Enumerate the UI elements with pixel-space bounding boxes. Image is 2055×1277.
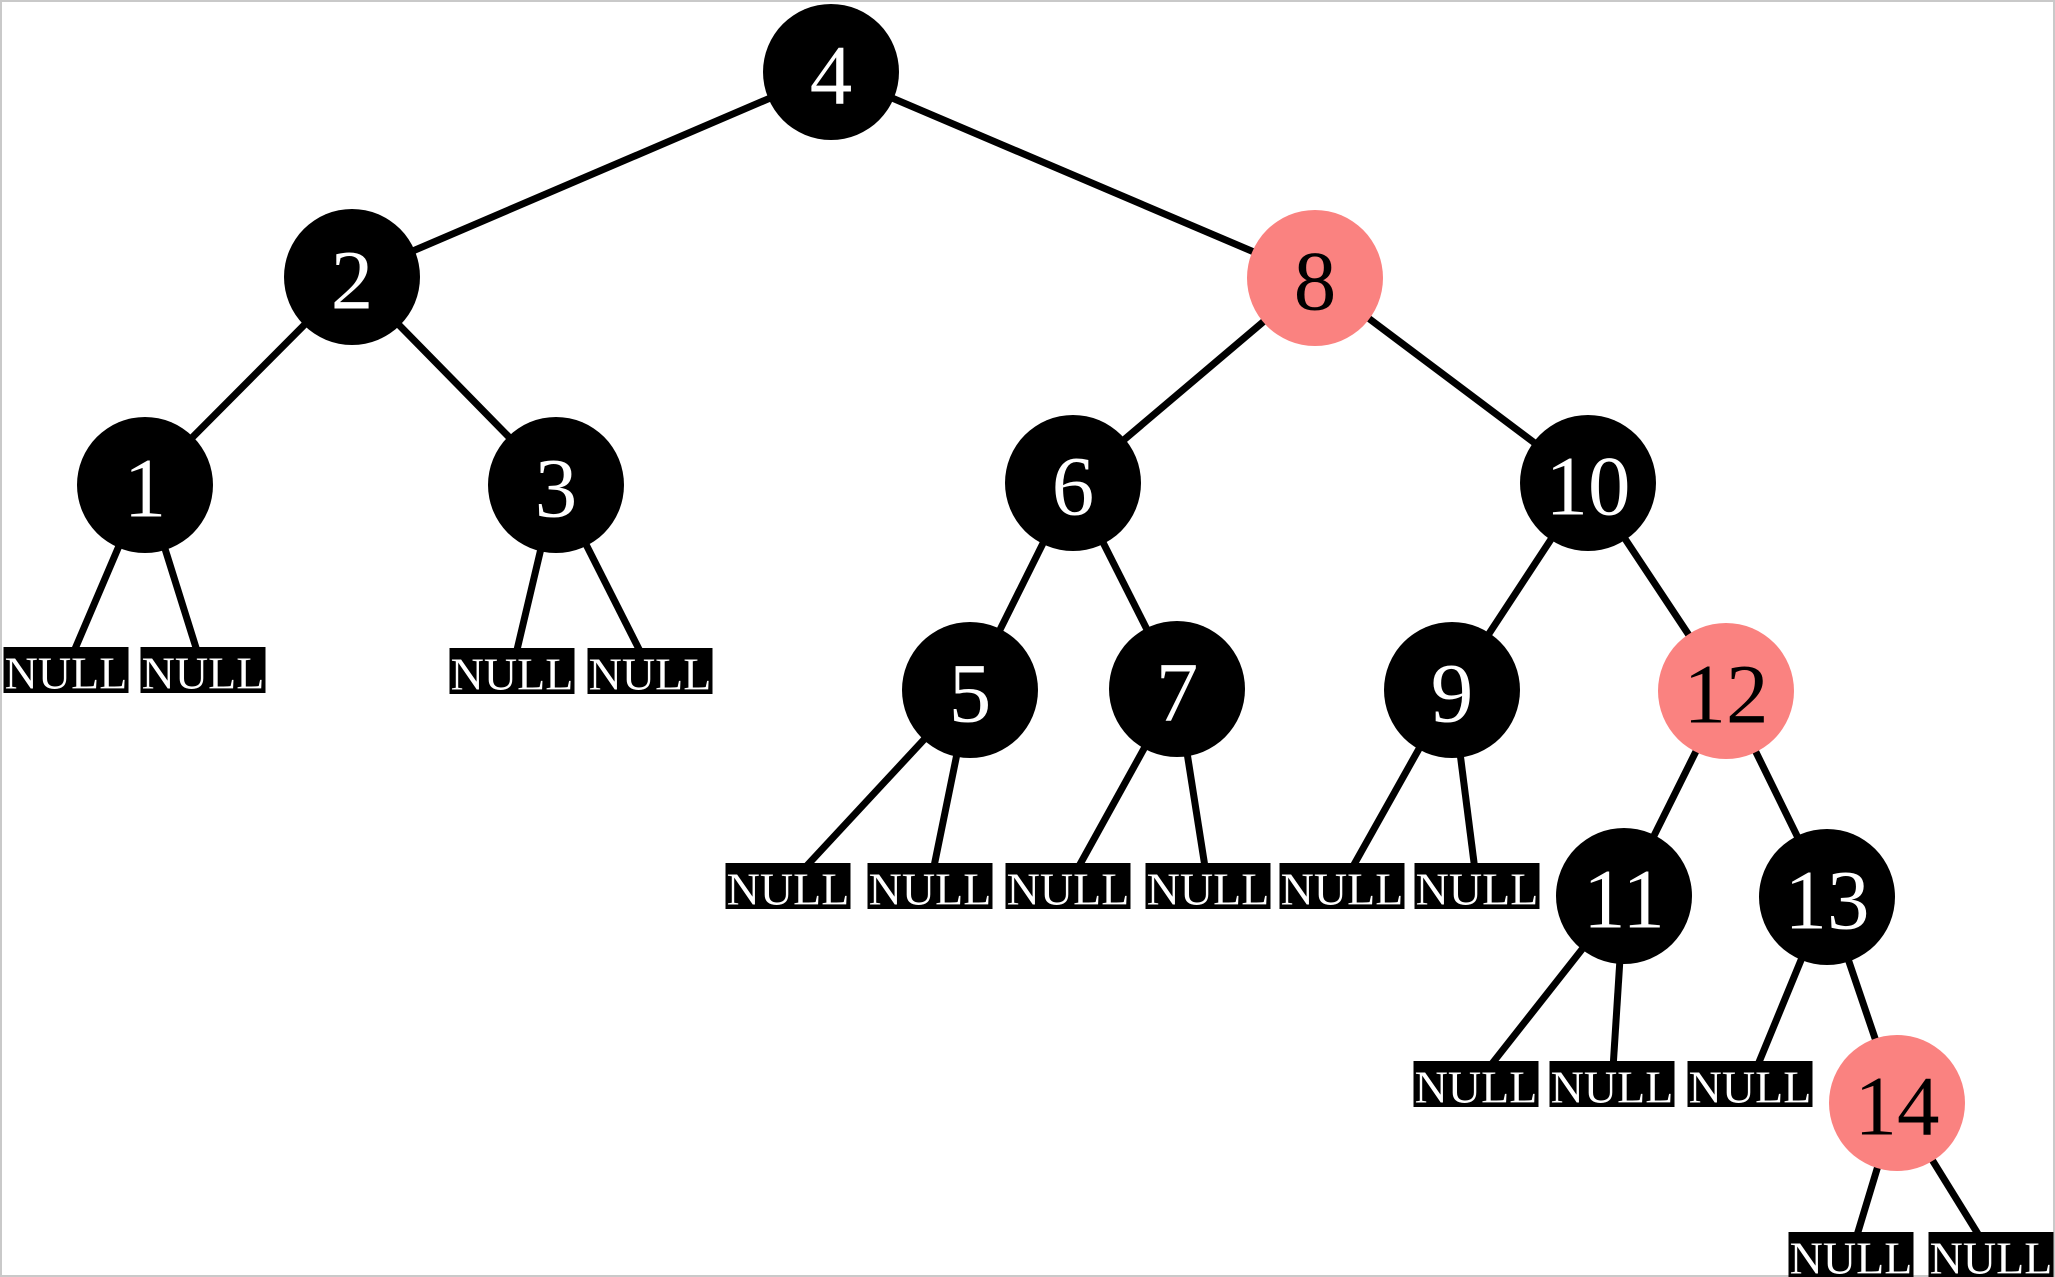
null-leaf-n11R (1549, 1061, 1675, 1107)
null-leaf-n3R (587, 648, 713, 694)
null-leaf-n7R (1145, 863, 1271, 909)
tree-node-8-red (1247, 210, 1383, 346)
null-leaf-n1R-label: NULL (142, 647, 265, 698)
null-leaf-n11L (1413, 1061, 1539, 1107)
tree-node-5-black (902, 622, 1038, 758)
tree-node-1-black (77, 417, 213, 553)
tree-node-12-red (1658, 623, 1794, 759)
null-leaf-n13L (1687, 1061, 1813, 1107)
null-leaf-n5R-label: NULL (869, 863, 992, 914)
tree-node-8-label: 8 (1294, 234, 1337, 328)
tree-node-13-label: 13 (1785, 853, 1870, 947)
tree-node-10-black (1520, 415, 1656, 551)
tree-node-11-black (1556, 828, 1692, 964)
tree-node-7-label: 7 (1156, 645, 1199, 739)
tree-node-4-black (763, 4, 899, 140)
tree-node-4-label: 4 (810, 28, 853, 122)
tree-node-14-red (1829, 1035, 1965, 1171)
null-leaf-n9R-label: NULL (1416, 863, 1539, 914)
tree-node-2-label: 2 (331, 233, 374, 327)
tree-node-11-label: 11 (1583, 852, 1665, 946)
null-leaf-n7R-label: NULL (1147, 863, 1270, 914)
null-leaf-n3R-label: NULL (589, 648, 712, 699)
tree-node-3-label: 3 (535, 441, 578, 535)
tree-node-7-black (1109, 621, 1245, 757)
null-leaf-n3L (449, 648, 575, 694)
null-leaf-n14R-label: NULL (1930, 1232, 2053, 1277)
null-leaf-n13L-label: NULL (1689, 1061, 1812, 1112)
null-leaf-n7L-label: NULL (1007, 863, 1130, 914)
tree-node-12-label: 12 (1684, 647, 1769, 741)
null-leaf-n5R (867, 863, 993, 909)
tree-node-14-label: 14 (1855, 1059, 1940, 1153)
tree-edge-4-8 (829, 68, 1317, 282)
null-leaf-n11R-label: NULL (1551, 1061, 1674, 1112)
null-leaf-n1L-label: NULL (5, 647, 128, 698)
tree-node-5-label: 5 (949, 646, 992, 740)
tree-node-6-label: 6 (1052, 439, 1095, 533)
tree-node-10-label: 10 (1546, 439, 1631, 533)
null-leaf-n7L (1005, 863, 1131, 909)
tree-node-3-black (488, 417, 624, 553)
tree-node-9-black (1384, 622, 1520, 758)
tree-edge-4-2 (350, 68, 833, 281)
null-leaf-n9L (1279, 863, 1405, 909)
tree-node-9-label: 9 (1431, 646, 1474, 740)
tree-node-6-black (1005, 415, 1141, 551)
null-leaf-n14R (1928, 1232, 2054, 1277)
null-leaf-n1L (3, 647, 129, 693)
null-leaf-n1R (140, 647, 266, 693)
tree-node-13-black (1759, 829, 1895, 965)
null-leaf-n9L-label: NULL (1281, 863, 1404, 914)
null-leaf-n5L-label: NULL (727, 863, 850, 914)
null-leaf-n14L (1788, 1232, 1914, 1277)
tree-node-2-black (284, 209, 420, 345)
null-leaf-n9R (1414, 863, 1540, 909)
null-leaf-n5L (725, 863, 851, 909)
null-leaf-n3L-label: NULL (451, 648, 574, 699)
null-leaf-n11L-label: NULL (1415, 1061, 1538, 1112)
null-leaf-n14L-label: NULL (1790, 1232, 1913, 1277)
tree-node-1-label: 1 (124, 441, 167, 535)
